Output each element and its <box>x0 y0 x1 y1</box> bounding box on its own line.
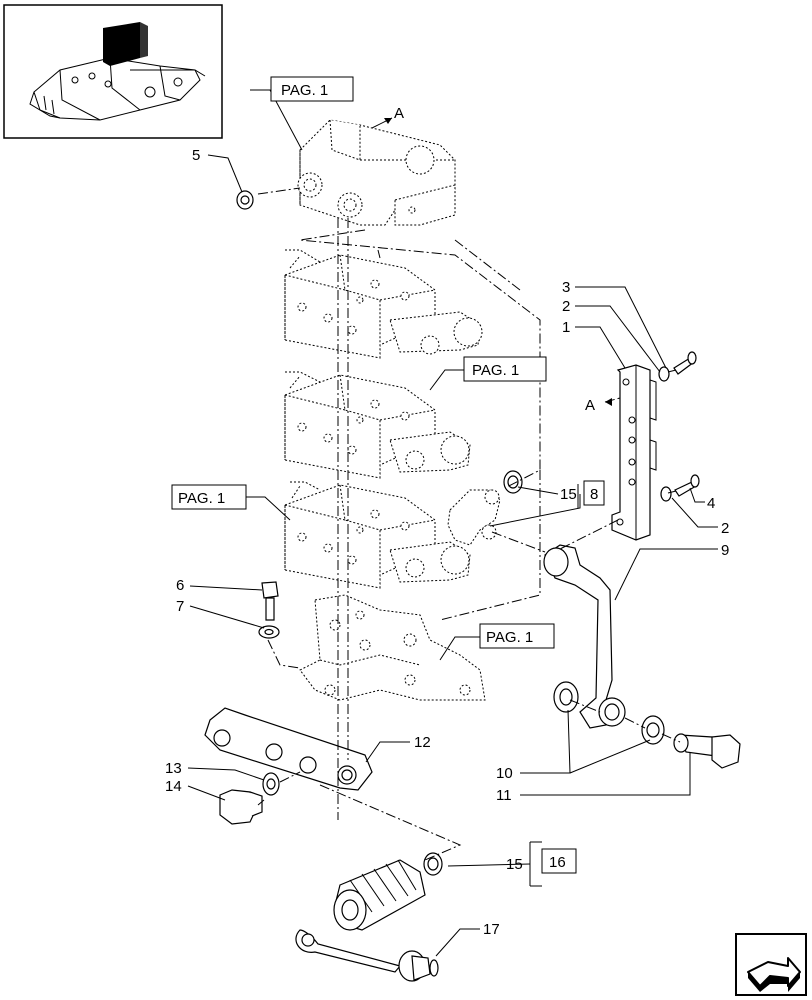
ref-box-pag-top[interactable]: PAG. 1 <box>270 76 354 102</box>
part-5-nut <box>236 190 254 210</box>
view-a-arrow-bracket: A <box>585 397 621 414</box>
ref-box-pag-left[interactable]: PAG. 1 <box>171 484 247 510</box>
ref-pag-bottom-label: PAG. 1 <box>486 629 533 646</box>
valve-section-2 <box>284 371 471 479</box>
view-a-arrow-top: A <box>371 105 404 129</box>
part-10-washer-left <box>553 681 579 713</box>
callout-1: 1 <box>562 319 570 336</box>
view-a-label-bracket: A <box>585 397 595 414</box>
ref-box-pag-bottom[interactable]: PAG. 1 <box>479 623 555 649</box>
callout-17: 17 <box>483 921 500 938</box>
callout-9: 9 <box>721 542 729 559</box>
assembly-centerlines <box>257 187 681 861</box>
view-a-label-top: A <box>394 105 404 122</box>
part-17-dust-cap <box>295 929 439 982</box>
part-13-washer <box>262 772 280 796</box>
thumbnail-frame <box>3 4 223 139</box>
callout-7: 7 <box>176 598 184 615</box>
part-10-washer-right <box>641 715 665 745</box>
ref-box-8[interactable]: 8 <box>583 480 605 506</box>
part-3-screw <box>673 351 697 375</box>
ref-pag-top-label: PAG. 1 <box>281 82 328 99</box>
ref-pag-mid-label: PAG. 1 <box>472 362 519 379</box>
part-15-seal-upper <box>503 470 523 494</box>
callout-16: 16 <box>549 854 566 871</box>
part-7-washer <box>258 625 280 639</box>
callout-8: 8 <box>590 486 598 503</box>
callout-15-upper: 15 <box>560 486 577 503</box>
callout-5: 5 <box>192 147 200 164</box>
callout-14: 14 <box>165 778 182 795</box>
part-1-bracket <box>611 364 657 541</box>
part-4-screw <box>674 474 700 497</box>
callout-11: 11 <box>496 787 512 804</box>
part-6-bolt <box>261 581 279 621</box>
callout-15-lower: 15 <box>506 856 523 873</box>
callout-2-upper: 2 <box>562 298 570 315</box>
quick-coupler-part <box>333 859 426 931</box>
ref-pag-left-label: PAG. 1 <box>178 490 225 507</box>
callout-13: 13 <box>165 760 182 777</box>
part-14-bolt <box>219 789 263 825</box>
part-2-washer-lower <box>660 486 672 502</box>
leader-lines <box>187 89 718 957</box>
base-plate-part <box>299 594 486 701</box>
ref-box-16[interactable]: 16 <box>541 848 577 874</box>
next-page-arrow-icon <box>747 957 801 992</box>
callout-2-lower: 2 <box>721 520 729 537</box>
valve-section-3 <box>284 481 471 589</box>
tractor-lift-thumbnail-icon <box>29 22 206 121</box>
callout-4: 4 <box>707 495 715 512</box>
callout-12: 12 <box>414 734 431 751</box>
valve-cover-part <box>297 119 456 226</box>
next-page-button[interactable] <box>735 933 807 996</box>
valve-section-1 <box>284 249 483 359</box>
part-2-washer-upper <box>658 366 670 382</box>
part-12-connector-plate <box>204 707 373 791</box>
callout-6: 6 <box>176 577 184 594</box>
elbow-fitting-part <box>447 489 501 546</box>
callout-3: 3 <box>562 279 570 296</box>
part-9-pipe <box>543 544 626 729</box>
callout-10: 10 <box>496 765 513 782</box>
ref-box-pag-mid[interactable]: PAG. 1 <box>463 356 547 382</box>
callout-numbers: 5 3 2 1 15 4 2 9 6 7 12 13 14 10 11 15 1… <box>165 147 729 938</box>
part-11-banjo-bolt <box>673 733 741 769</box>
